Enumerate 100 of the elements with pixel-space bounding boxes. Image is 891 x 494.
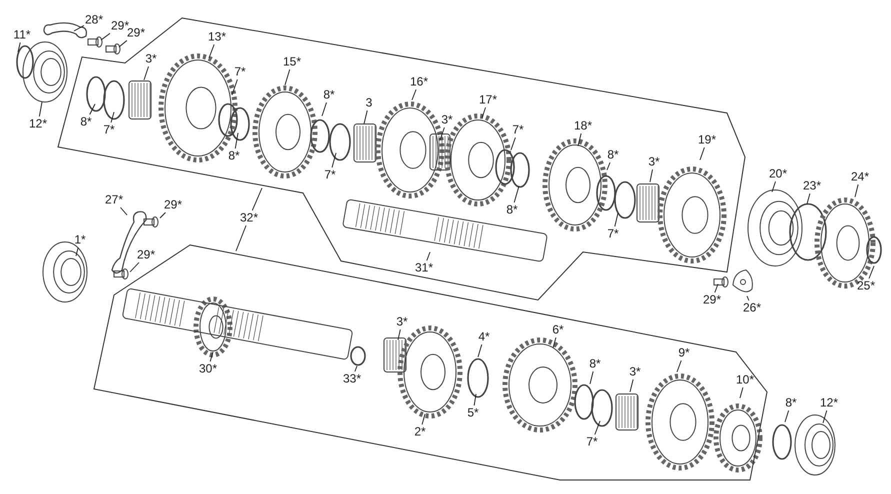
callout-number: 29* xyxy=(702,294,722,306)
leader-line xyxy=(284,69,290,86)
leader-line xyxy=(118,40,128,48)
leader-line xyxy=(746,296,750,301)
callout-number: 4* xyxy=(478,330,490,344)
leader-line xyxy=(364,110,368,124)
callout-number: 29* xyxy=(110,20,130,32)
leader-line xyxy=(478,344,482,358)
callout-number: 8* xyxy=(589,358,601,370)
leader-line xyxy=(130,262,140,272)
callout-number: 17* xyxy=(478,94,498,106)
leader-line xyxy=(440,127,445,140)
callout-number: 20* xyxy=(768,168,788,180)
callout-number: 3* xyxy=(441,114,453,126)
leader-line xyxy=(822,410,828,424)
leader-line xyxy=(700,147,705,160)
leader-line xyxy=(514,186,520,203)
leader-line xyxy=(590,371,594,384)
callout-number: 3 xyxy=(366,96,372,110)
callout-number: 2* xyxy=(414,426,426,438)
callout-number: 11* xyxy=(13,28,31,42)
callout-number: 7* xyxy=(324,168,336,182)
leader-line xyxy=(252,188,262,211)
callout-number: 8* xyxy=(506,204,518,216)
leader-line xyxy=(578,133,582,146)
callout-number: 8* xyxy=(80,116,92,128)
callout-number: 6* xyxy=(552,324,564,336)
leader-line xyxy=(594,420,600,435)
callout-number: 7* xyxy=(103,124,115,136)
callout-number: 5* xyxy=(467,406,479,420)
callout-number: 24* xyxy=(850,170,870,184)
leader-line xyxy=(234,132,238,149)
leader-line xyxy=(76,247,79,256)
callout-number: 3* xyxy=(629,366,641,378)
leader-line xyxy=(236,225,246,252)
callout-number: 3* xyxy=(145,52,157,66)
leader-line xyxy=(630,379,634,392)
callout-number: 28* xyxy=(84,14,104,26)
leader-line xyxy=(784,410,790,422)
callout-number: 33* xyxy=(342,372,362,386)
callout-number: 23* xyxy=(802,180,822,192)
leader-line xyxy=(208,44,215,58)
leader-line xyxy=(714,284,718,293)
callout-number: 3* xyxy=(396,316,408,328)
callout-number: 8* xyxy=(228,150,240,162)
callout-number: 10* xyxy=(736,374,754,386)
callout-number: 16* xyxy=(410,76,428,88)
callout-number: 30* xyxy=(198,362,218,376)
callout-number: 7* xyxy=(607,228,619,240)
leader-line xyxy=(332,152,336,168)
callout-number: 25* xyxy=(856,280,876,292)
callout-number: 32* xyxy=(240,212,258,224)
leader-line xyxy=(806,193,810,204)
leader-line xyxy=(100,32,110,40)
leader-line xyxy=(38,102,42,117)
leader-line xyxy=(614,212,618,227)
callout-number: 8* xyxy=(785,396,797,410)
callout-number: 19* xyxy=(698,134,716,146)
callout-number: 12* xyxy=(28,118,48,130)
callout-number: 9* xyxy=(678,346,690,360)
callout-number: 26* xyxy=(742,302,762,314)
callout-number: 7* xyxy=(512,124,524,136)
leader-line xyxy=(120,207,128,216)
leader-line xyxy=(232,79,238,96)
leader-line xyxy=(322,102,327,116)
leader-line xyxy=(510,137,516,150)
leader-line xyxy=(89,104,96,115)
callout-number: 7* xyxy=(586,436,598,448)
leader-line xyxy=(412,89,417,100)
callout-number: 13* xyxy=(208,30,226,44)
callout-number: 29* xyxy=(164,198,182,212)
callout-number: 7* xyxy=(234,66,246,78)
leader-line xyxy=(772,181,776,192)
leader-line xyxy=(110,112,114,123)
callout-number: 18* xyxy=(574,120,592,132)
leader-line xyxy=(606,162,610,170)
leader-line xyxy=(144,66,149,80)
callout-number: 8* xyxy=(607,148,619,162)
leader-line xyxy=(676,360,682,372)
leader-line xyxy=(854,184,859,198)
callout-number: 12* xyxy=(820,396,838,410)
leader-line xyxy=(868,266,874,279)
leader-line xyxy=(160,212,166,218)
leader-line xyxy=(426,252,430,261)
leader-line xyxy=(474,394,476,406)
leader-line xyxy=(354,366,358,372)
leader-line xyxy=(650,169,653,182)
callout-number: 29* xyxy=(136,248,156,262)
leader-line xyxy=(482,107,486,118)
leader-line xyxy=(398,329,401,340)
callout-number: 8* xyxy=(323,88,335,102)
leader-line xyxy=(18,42,21,52)
callout-number: 31* xyxy=(414,262,434,274)
leader-line xyxy=(552,337,556,348)
leader-line xyxy=(422,414,426,425)
callout-number: 1* xyxy=(74,234,86,246)
leader-line xyxy=(210,352,214,362)
callout-number: 15* xyxy=(282,56,302,68)
callout-number: 27* xyxy=(104,194,124,206)
callout-number: 29* xyxy=(126,26,146,40)
